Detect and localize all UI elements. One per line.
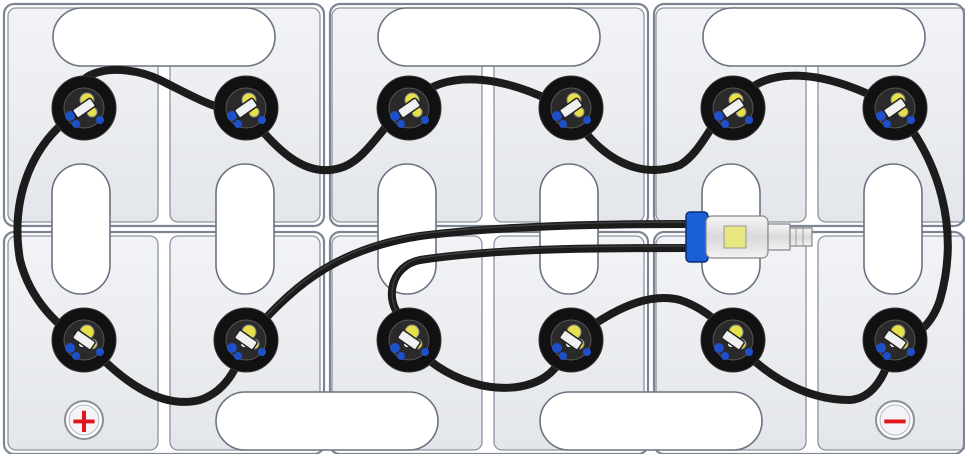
handle-bottom-2: [539, 391, 763, 451]
valve-r2-c2: [213, 307, 279, 373]
valve-r1-c4: [538, 75, 604, 141]
valve-r2-c3: [376, 307, 442, 373]
valve-r2-c4: [538, 307, 604, 373]
connector-blue-collar: [685, 211, 709, 263]
valve-r1-c3: [376, 75, 442, 141]
vent-slot-1: [51, 163, 111, 295]
hose-feed-upper: [242, 220, 696, 344]
handle-top-2: [377, 7, 601, 67]
vent-slot-2: [215, 163, 275, 295]
hose-bottom-mid: [405, 294, 899, 404]
hose-highlights: [245, 221, 691, 339]
battery-frame-4: [2, 230, 326, 454]
positive-symbol: +: [70, 401, 99, 441]
watering-valves: [51, 75, 928, 373]
valve-r2-c1: [51, 307, 117, 373]
connector-barb: [789, 227, 813, 247]
hose-connector: [685, 211, 813, 263]
case-handles: [52, 7, 926, 451]
valve-r1-c6: [862, 75, 928, 141]
positive-terminal: +: [64, 400, 104, 441]
negative-symbol: −: [881, 401, 910, 441]
battery-frame-3: [652, 2, 965, 228]
valve-r2-c5: [700, 307, 766, 373]
handle-bottom-1: [215, 391, 439, 451]
valve-r1-c1: [51, 75, 117, 141]
valve-r1-c2: [213, 75, 279, 141]
battery-frame-1: [2, 2, 326, 228]
vent-slot-3: [377, 163, 437, 295]
valve-r1-c5: [700, 75, 766, 141]
negative-terminal: −: [875, 400, 915, 441]
valve-r2-c6: [862, 307, 928, 373]
vent-slot-6: [863, 163, 923, 295]
handle-top-3: [702, 7, 926, 67]
handle-top-1: [52, 7, 276, 67]
